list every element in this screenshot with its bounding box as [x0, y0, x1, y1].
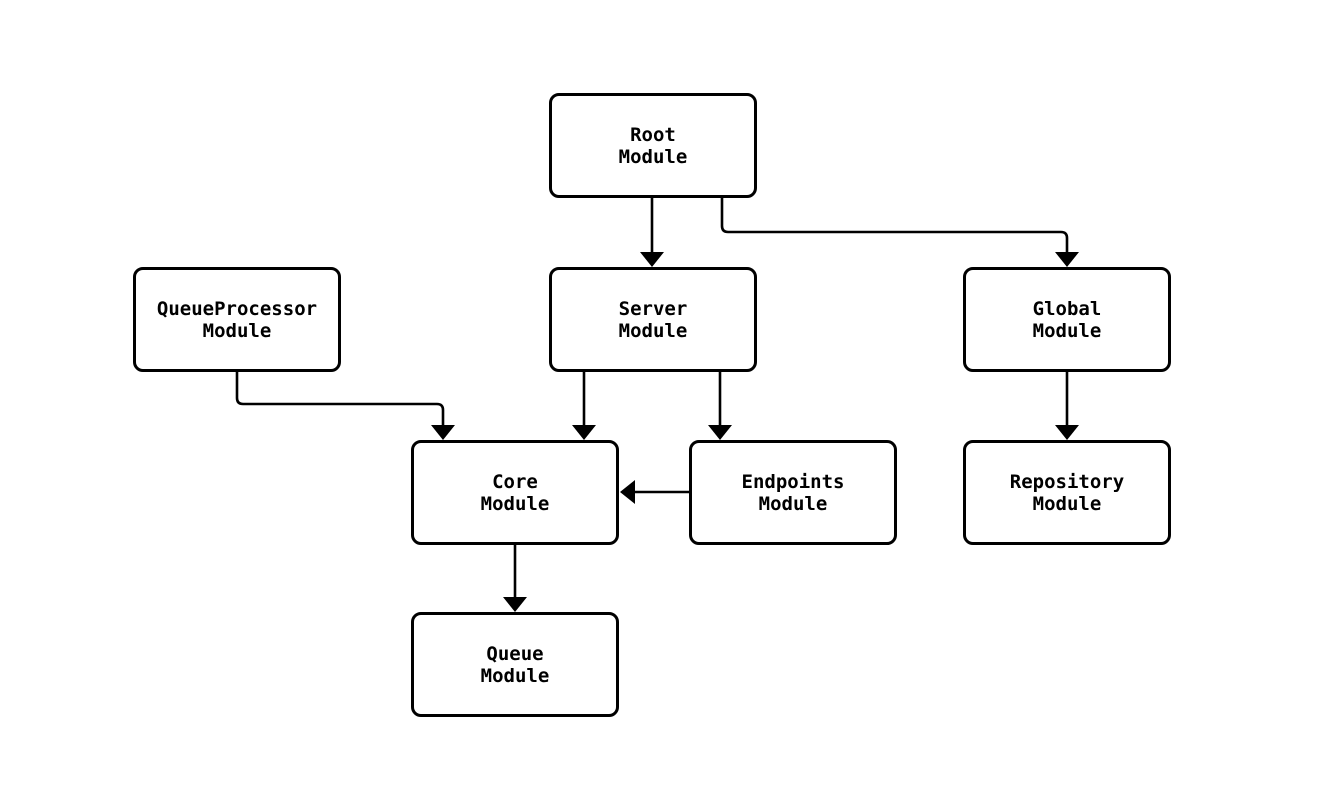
- arrowhead-queueprocessor-to-core: [431, 425, 455, 440]
- node-core: Core Module: [411, 440, 619, 545]
- node-label-core: Core Module: [480, 470, 550, 515]
- node-server: Server Module: [549, 267, 757, 372]
- node-queueprocessor: QueueProcessor Module: [133, 267, 341, 372]
- node-label-root: Root Module: [618, 123, 688, 168]
- arrowhead-core-to-queue: [503, 597, 527, 612]
- edge-queueprocessor-to-core: [235, 372, 445, 425]
- node-endpoints: Endpoints Module: [689, 440, 897, 545]
- node-label-endpoints: Endpoints Module: [741, 470, 845, 515]
- node-root: Root Module: [549, 93, 757, 198]
- edge-root-to-global: [720, 198, 1069, 252]
- node-label-global: Global Module: [1032, 297, 1102, 342]
- node-global: Global Module: [963, 267, 1171, 372]
- arrowhead-global-to-repository: [1055, 425, 1079, 440]
- node-label-queue: Queue Module: [480, 642, 550, 687]
- arrowhead-endpoints-to-core: [620, 480, 635, 504]
- node-repository: Repository Module: [963, 440, 1171, 545]
- arrowhead-server-to-core: [572, 425, 596, 440]
- arrowhead-server-to-endpoints: [708, 425, 732, 440]
- node-queue: Queue Module: [411, 612, 619, 717]
- node-label-server: Server Module: [618, 297, 688, 342]
- arrowhead-root-to-server: [640, 252, 664, 267]
- node-label-repository: Repository Module: [1009, 470, 1125, 515]
- arrowhead-root-to-global: [1055, 252, 1079, 267]
- node-label-queueprocessor: QueueProcessor Module: [156, 297, 318, 342]
